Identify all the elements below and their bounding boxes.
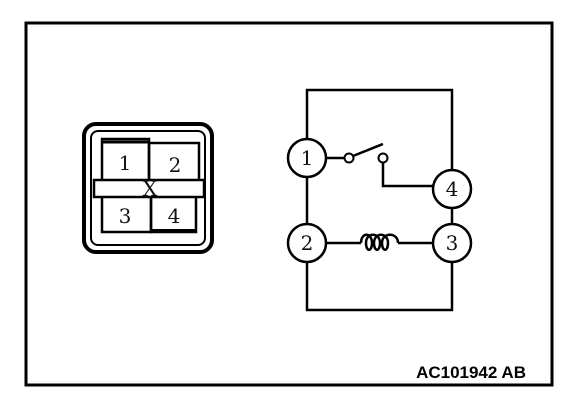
relay-schematic: 1 2 3 4 xyxy=(286,88,473,312)
terminal-2-label: 2 xyxy=(301,231,314,255)
connector-marker: X xyxy=(143,177,158,201)
switch-contact-fixed xyxy=(343,152,355,164)
terminal-3-label: 3 xyxy=(446,231,459,255)
coil-symbol xyxy=(326,233,433,251)
connector-pin-2-label: 2 xyxy=(169,153,182,177)
switch-symbol xyxy=(326,142,433,188)
terminal-2 xyxy=(286,222,328,264)
terminal-4-label: 4 xyxy=(446,177,459,201)
connector-face: X 1 2 3 4 xyxy=(82,122,214,254)
pin-cavity-2 xyxy=(147,141,201,181)
wire-top-loop xyxy=(305,88,454,170)
figure-code: AC101942 AB xyxy=(416,363,526,382)
connector-pin-4-label: 4 xyxy=(168,204,181,228)
terminal-1-label: 1 xyxy=(301,146,314,170)
terminal-4 xyxy=(431,168,473,210)
switch-blade xyxy=(352,142,384,158)
switch-contact-open xyxy=(377,152,389,164)
terminal-1 xyxy=(286,137,328,179)
coil-winding xyxy=(359,233,400,251)
terminal-3 xyxy=(431,222,473,264)
connector-pin-3-label: 3 xyxy=(119,204,132,228)
connector-center-band xyxy=(92,178,206,199)
figure-frame xyxy=(24,21,554,387)
connector-pin-1-label: 1 xyxy=(119,151,132,175)
connector-outer-shell xyxy=(82,122,214,254)
wire-bottom-loop xyxy=(305,262,454,312)
